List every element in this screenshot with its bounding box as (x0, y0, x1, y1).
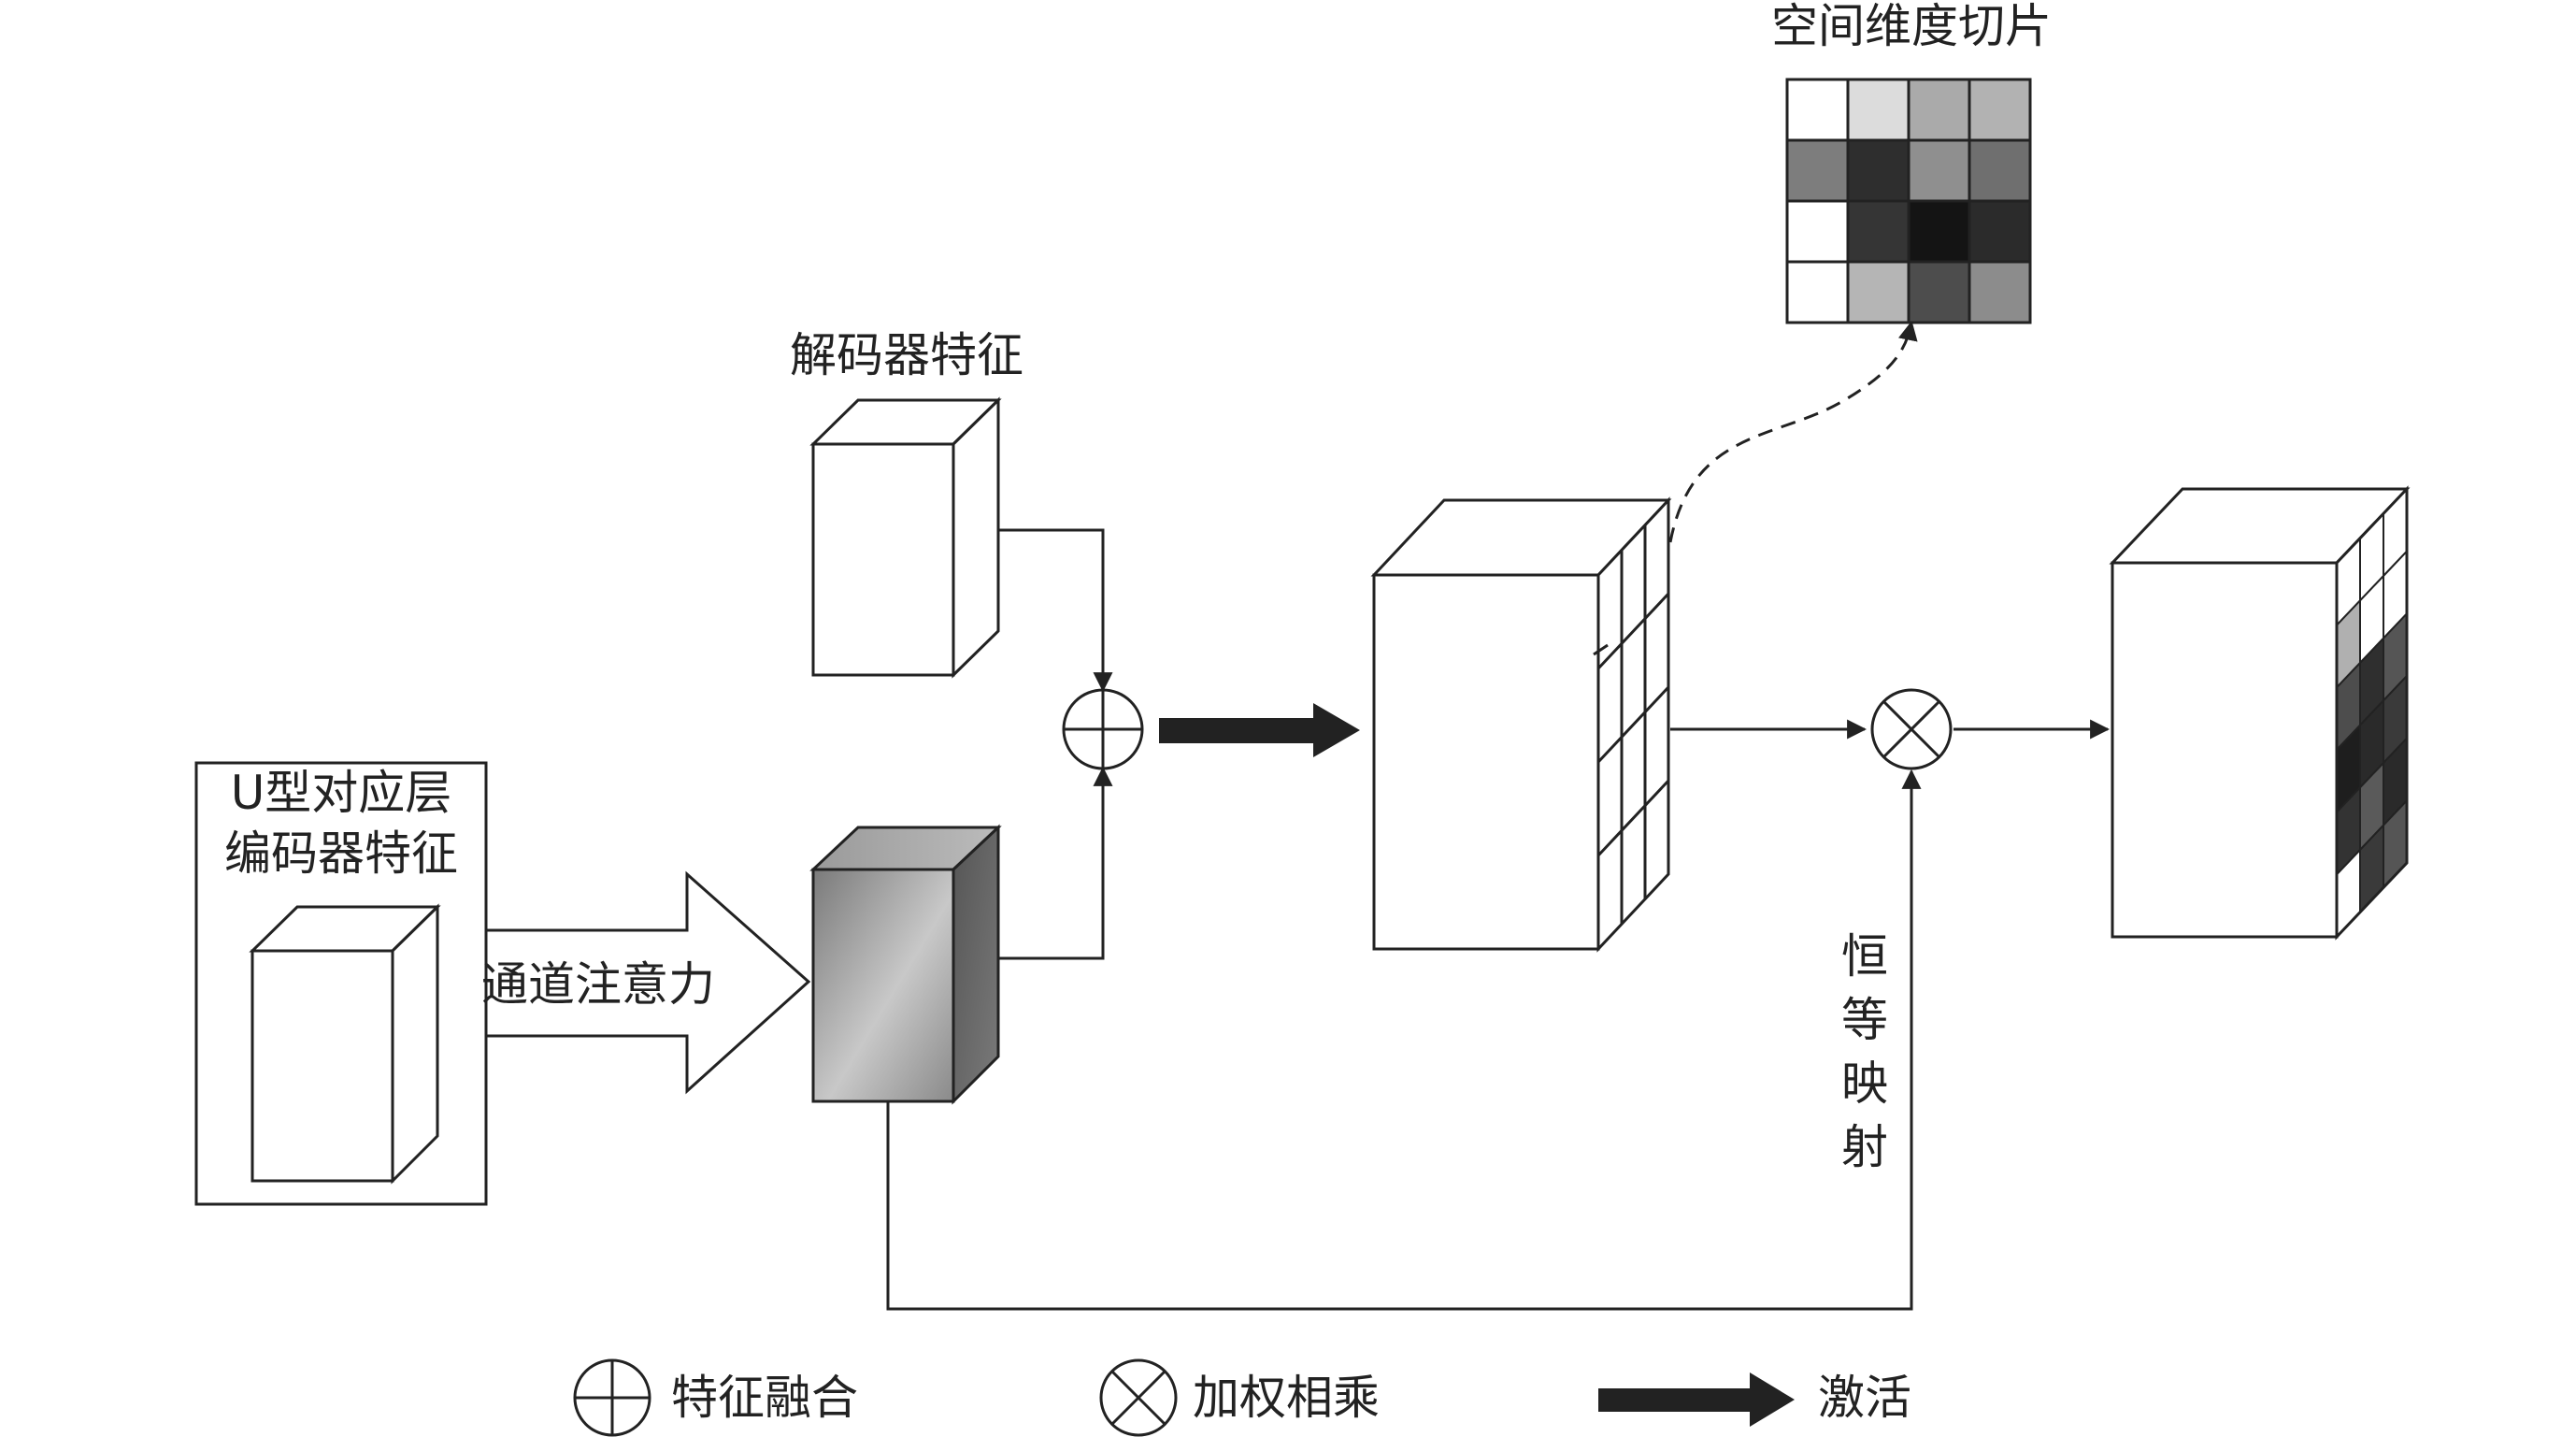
fused-cube-slice-grid (1593, 525, 1670, 924)
legend-fusion-icon (573, 1358, 651, 1437)
legend-multiply-icon (1099, 1358, 1178, 1437)
legend-activation-icon (1598, 1372, 1795, 1427)
channel-attention-label: 通道注意力 (481, 957, 715, 1012)
svg-text:等: 等 (1841, 993, 1888, 1047)
slice-cell (1785, 138, 1850, 203)
encoder-title-line2: 编码器特征 (224, 826, 458, 881)
encoder-feature-panel: U型对应层 编码器特征 (194, 761, 488, 1206)
spatial-slice-grid (1785, 78, 2032, 324)
slice-cell (1846, 138, 1911, 203)
legend-fusion-label: 特征融合 (671, 1371, 858, 1425)
svg-text:恒: 恒 (1841, 929, 1888, 984)
decoder-feature-cube (809, 396, 1002, 679)
slice-cell (1846, 199, 1911, 264)
slice-cell (1785, 78, 1850, 142)
encoder-feature-cube (249, 903, 441, 1185)
slice-cell (1785, 199, 1850, 264)
decoder-feature-label: 解码器特征 (790, 328, 1023, 382)
slice-cell (1785, 260, 1850, 324)
slice-cell (1968, 78, 2032, 142)
slice-cell (1968, 260, 2032, 324)
channel-attention-arrow: 通道注意力 (481, 870, 811, 1095)
feature-fusion-node (1062, 688, 1144, 770)
svg-text:映: 映 (1841, 1056, 1888, 1111)
output-side-outline (2335, 485, 2409, 941)
slice-cell (1968, 138, 2032, 203)
fused-feature-cube (1370, 496, 1672, 953)
slice-cell (1907, 260, 1971, 324)
slice-cell (1907, 138, 1971, 203)
slice-cell (1846, 78, 1911, 142)
spatial-slice-label: 空间维度切片 (1771, 0, 2052, 53)
encoder-title-line1: U型对应层 (231, 766, 452, 820)
slice-cell (1846, 260, 1911, 324)
legend: 特征融合 加权相乘 激活 (573, 1358, 1911, 1437)
svg-text:射: 射 (1841, 1120, 1888, 1174)
legend-multiply-label: 加权相乘 (1193, 1371, 1380, 1425)
spatial-slice-connector (1668, 320, 1918, 543)
weighted-multiply-node (1870, 688, 1953, 770)
legend-activation-label: 激活 (1818, 1371, 1911, 1425)
fusion-connectors (998, 528, 1113, 960)
slice-cell (1907, 199, 1971, 264)
attended-encoder-cube (809, 824, 1002, 1105)
slice-cell (1907, 78, 1971, 142)
output-feature-cube (2109, 487, 2411, 939)
slice-cell (1968, 199, 2032, 264)
activation-arrow (1159, 703, 1360, 757)
identity-mapping-label: 恒 等 映 射 (1841, 929, 1888, 1174)
output-cube-weighted-side (2335, 485, 2409, 941)
identity-mapping-path (886, 769, 1922, 1311)
